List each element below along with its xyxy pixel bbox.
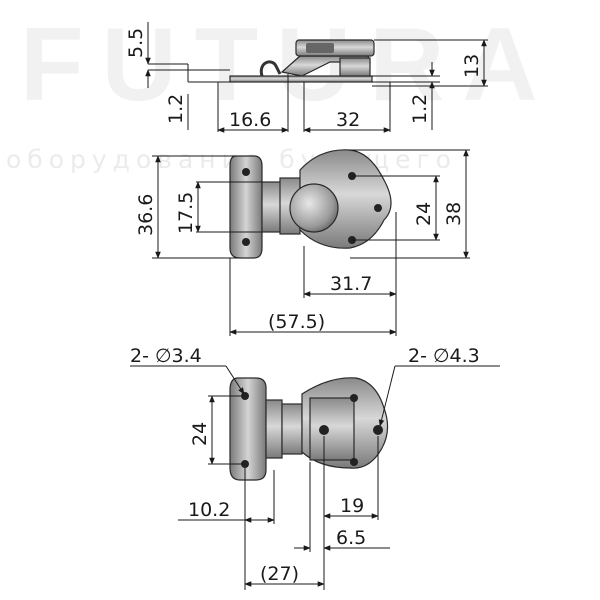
- dim-5-5: 5.5: [125, 28, 147, 58]
- dim-31-7: 31.7: [330, 273, 372, 295]
- side-view: 5.5 1.2 16.6 32 1.2 13: [125, 22, 488, 133]
- bottom-right-hole-lower: [350, 458, 358, 466]
- top-view: 36.6 17.5 24 38 31.7 (57.5): [135, 149, 470, 336]
- dim-38: 38: [443, 202, 465, 226]
- bottom-left-plate: [229, 377, 267, 481]
- side-base-plate: [229, 75, 373, 83]
- top-right-hole-tip: [374, 204, 382, 212]
- dim-24-top: 24: [413, 202, 435, 226]
- dim-13: 13: [461, 54, 483, 78]
- dim-24-bottom: 24: [189, 422, 211, 446]
- bottom-view: 2- ∅3.4 2- ∅4.3 24 10.2 19 6.5 (27): [130, 345, 500, 590]
- bottom-catch: [309, 397, 355, 461]
- dim-16-6: 16.6: [229, 109, 271, 131]
- side-bracket: [339, 57, 371, 77]
- dim-1-2-left: 1.2: [165, 94, 187, 124]
- dim-17-5: 17.5: [175, 192, 197, 234]
- bottom-hinge: [265, 399, 283, 459]
- bottom-right-hole-tip: [373, 425, 383, 435]
- dim-hole-4-3: 2- ∅4.3: [408, 345, 480, 367]
- top-hinge: [261, 181, 283, 233]
- top-lever-knob: [289, 183, 339, 233]
- top-left-hole-upper: [242, 168, 250, 176]
- dim-32: 32: [336, 109, 360, 131]
- side-hook: [259, 60, 282, 77]
- bottom-hinge-barrel: [281, 403, 303, 455]
- dim-19: 19: [340, 495, 364, 517]
- top-left-hole-lower: [242, 238, 250, 246]
- bottom-center-hole: [319, 425, 329, 435]
- bottom-right-hole-upper: [350, 394, 358, 402]
- dim-10-2: 10.2: [188, 499, 230, 521]
- dim-6-5: 6.5: [336, 527, 366, 549]
- watermark-brand: FUTURA: [20, 7, 555, 123]
- dim-57-5: (57.5): [268, 311, 325, 333]
- dim-27: (27): [260, 563, 299, 585]
- side-housing-detail: [306, 43, 334, 53]
- dim-hole-3-4: 2- ∅3.4: [130, 345, 202, 367]
- dim-36-6: 36.6: [135, 194, 157, 236]
- dim-1-2-right: 1.2: [409, 94, 431, 124]
